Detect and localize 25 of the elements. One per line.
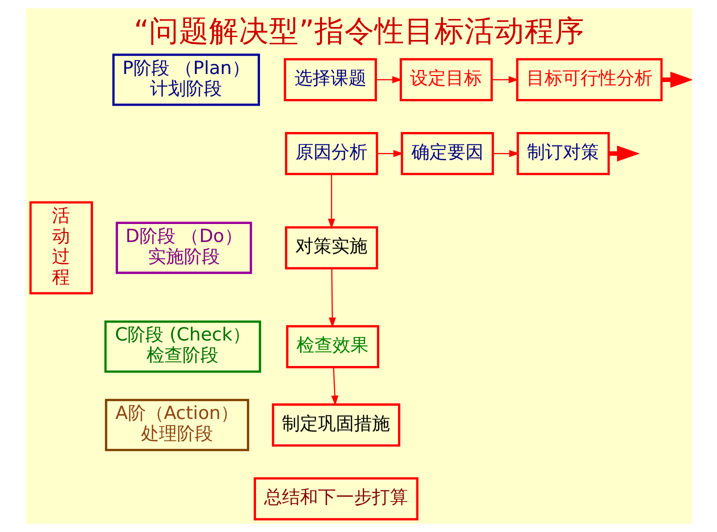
- node-box: A阶（Action） 处理阶段: [104, 398, 249, 452]
- node-box: 选择课题: [283, 58, 376, 102]
- arrow: [492, 76, 518, 84]
- node-box: P阶段 （Plan） 计划阶段: [112, 54, 260, 106]
- node-box: 制订对策: [516, 132, 610, 176]
- diagram-title: “问题解决型”指令性目标活动程序: [133, 14, 584, 48]
- arrow: [608, 146, 640, 162]
- arrow: [328, 268, 336, 328]
- node-box: 原因分析: [284, 132, 378, 176]
- node-box: 活动过程: [28, 201, 93, 294]
- node-box: 制定巩固措施: [271, 403, 400, 447]
- node-box: 确定要因: [400, 132, 494, 176]
- arrow: [327, 174, 335, 229]
- node-box: 总结和下一步打算: [253, 477, 418, 520]
- node-box: 设定目标: [399, 58, 492, 102]
- arrow: [330, 367, 338, 406]
- node-box: 对策实施: [284, 226, 378, 270]
- arrow: [376, 76, 402, 84]
- node-box: D阶段 （Do） 实施阶段: [115, 222, 252, 274]
- arrow: [376, 150, 404, 158]
- node-box: 检查效果: [286, 325, 379, 368]
- arrow: [492, 150, 519, 158]
- node-box: 目标可行性分析: [516, 58, 662, 102]
- arrow: [661, 72, 692, 88]
- node-box: C阶段 (Check） 检查阶段: [104, 320, 261, 373]
